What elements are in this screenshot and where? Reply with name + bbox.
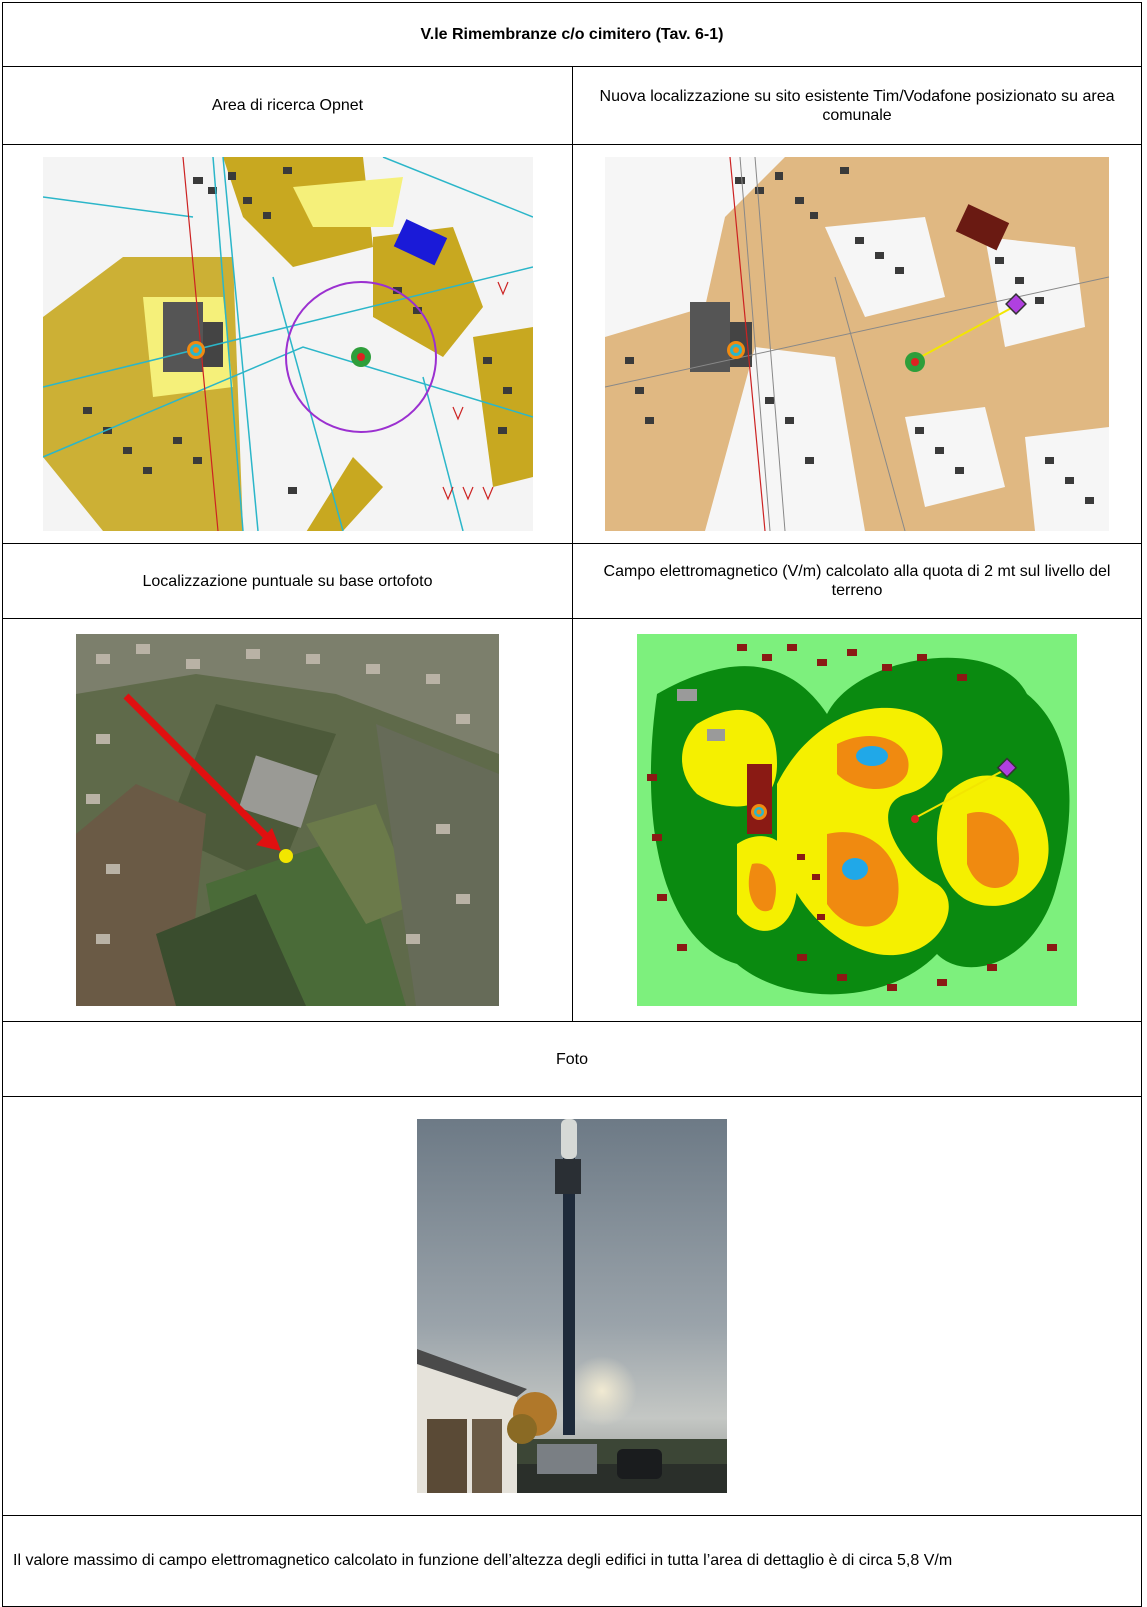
page-title: V.le Rimembranze c/o cimitero (Tav. 6-1) xyxy=(1,2,1143,67)
footer-note: Il valore massimo di campo elettromagnet… xyxy=(1,1515,1143,1607)
map-cell-right xyxy=(571,144,1143,544)
photo-cell xyxy=(1,1096,1143,1516)
label-campo-elettromagnetico: Campo elettromagnetico (V/m) calcolato a… xyxy=(571,543,1143,619)
label-area-ricerca: Area di ricerca Opnet xyxy=(2,66,573,145)
ortho-cell xyxy=(2,618,573,1022)
label-ortofoto: Localizzazione puntuale su base ortofoto xyxy=(2,543,573,619)
zoning-map-search-area xyxy=(42,157,533,531)
em-field-map xyxy=(637,634,1077,1006)
orthophoto-map xyxy=(76,634,499,1006)
antenna-tower-photo xyxy=(417,1119,727,1493)
em-field-cell xyxy=(571,618,1143,1022)
map-cell-left xyxy=(2,144,573,544)
label-nuova-localizzazione: Nuova localizzazione su sito esistente T… xyxy=(571,66,1143,145)
zoning-map-new-site xyxy=(605,157,1109,531)
label-foto: Foto xyxy=(1,1021,1143,1097)
